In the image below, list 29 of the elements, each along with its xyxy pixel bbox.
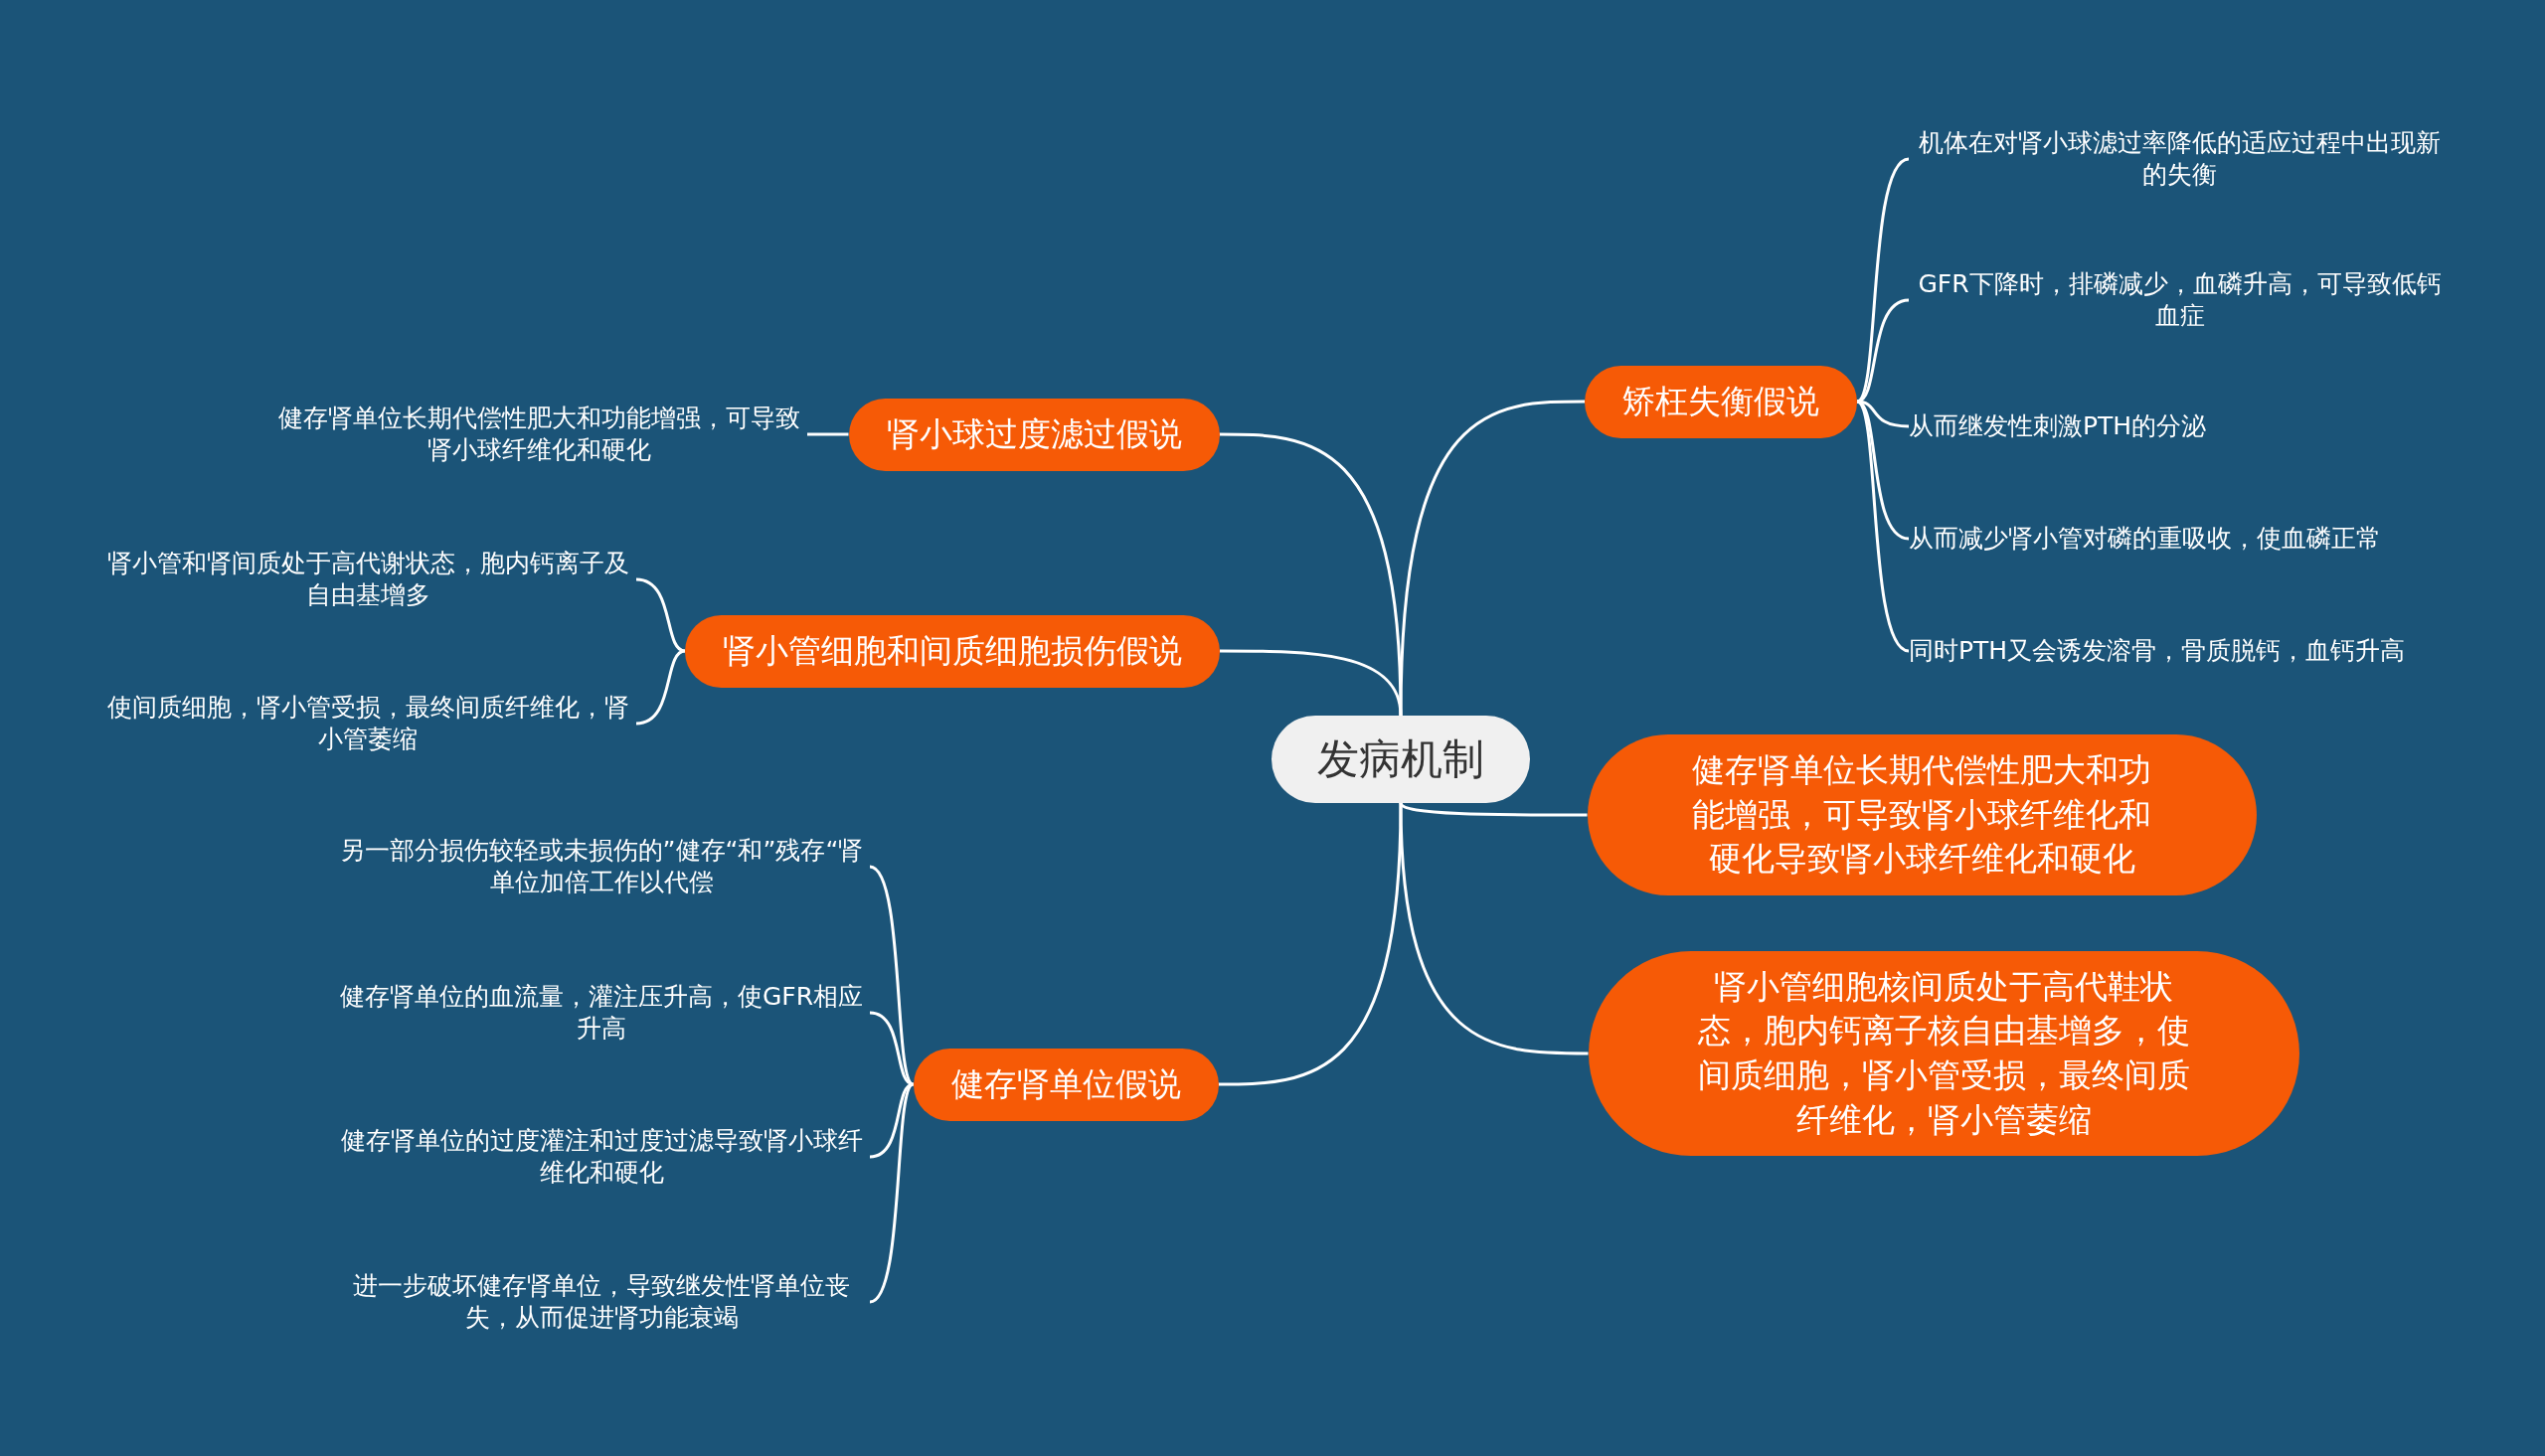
- connector-line: [1399, 400, 1585, 717]
- leaf-text: 从而继发性刺激PTH的分泌: [1909, 409, 2207, 443]
- central-topic: 发病机制: [1272, 716, 1530, 803]
- topic-bubble: 肾小管细胞核间质处于高代鞋状态，胞内钙离子核自由基增多，使间质细胞，肾小管受损，最终间质纤维化，肾小管萎缩: [1588, 951, 2299, 1156]
- leaf-text: 另一部分损伤较轻或未损伤的”健存“和”残存“肾单位加倍工作以代偿: [333, 834, 870, 899]
- leaf-text: 使间质细胞，肾小管受损，最终间质纤维化，肾小管萎缩: [99, 691, 636, 756]
- connector-line: [869, 1082, 915, 1304]
- connector-line: [1399, 802, 1589, 1055]
- connector-line: [869, 1082, 914, 1159]
- branch-topic: 健存肾单位假说: [913, 1048, 1219, 1121]
- leaf-text: 肾小管和肾间质处于高代谢状态，胞内钙离子及自由基增多: [99, 547, 636, 612]
- leaf-text: 健存肾单位的血流量，灌注压升高，使GFR相应升高: [333, 980, 870, 1046]
- connector-line: [1855, 400, 1910, 653]
- connector-line: [1220, 649, 1403, 717]
- connector-line: [1218, 802, 1403, 1086]
- leaf-text: 健存肾单位长期代偿性肥大和功能增强，可导致肾小球纤维化和硬化: [270, 402, 807, 467]
- connector-line: [635, 577, 686, 653]
- branch-topic: 肾小球过度滤过假说: [848, 398, 1220, 471]
- leaf-text: 健存肾单位的过度灌注和过度过滤导致肾小球纤维化和硬化: [333, 1124, 870, 1190]
- connector-line: [807, 432, 849, 436]
- branch-topic: 矫枉失衡假说: [1585, 365, 1857, 438]
- leaf-text: 从而减少肾小管对磷的重吸收，使血磷正常: [1909, 522, 2381, 556]
- leaf-text: 同时PTH又会诱发溶骨，骨质脱钙，血钙升高: [1909, 634, 2406, 668]
- topic-bubble: 健存肾单位长期代偿性肥大和功能增强，可导致肾小球纤维化和硬化导致肾小球纤维化和硬化: [1587, 734, 2257, 895]
- leaf-text: GFR下降时，排磷减少，血磷升高，可导致低钙血症: [1909, 267, 2451, 333]
- branch-topic: 肾小管细胞和间质细胞损伤假说: [685, 614, 1220, 688]
- leaf-text: 进一步破坏健存肾单位，导致继发性肾单位丧失，从而促进肾功能衰竭: [333, 1269, 870, 1335]
- leaf-text: 机体在对肾小球滤过率降低的适应过程中出现新的失衡: [1909, 126, 2451, 192]
- connector-line: [635, 649, 686, 726]
